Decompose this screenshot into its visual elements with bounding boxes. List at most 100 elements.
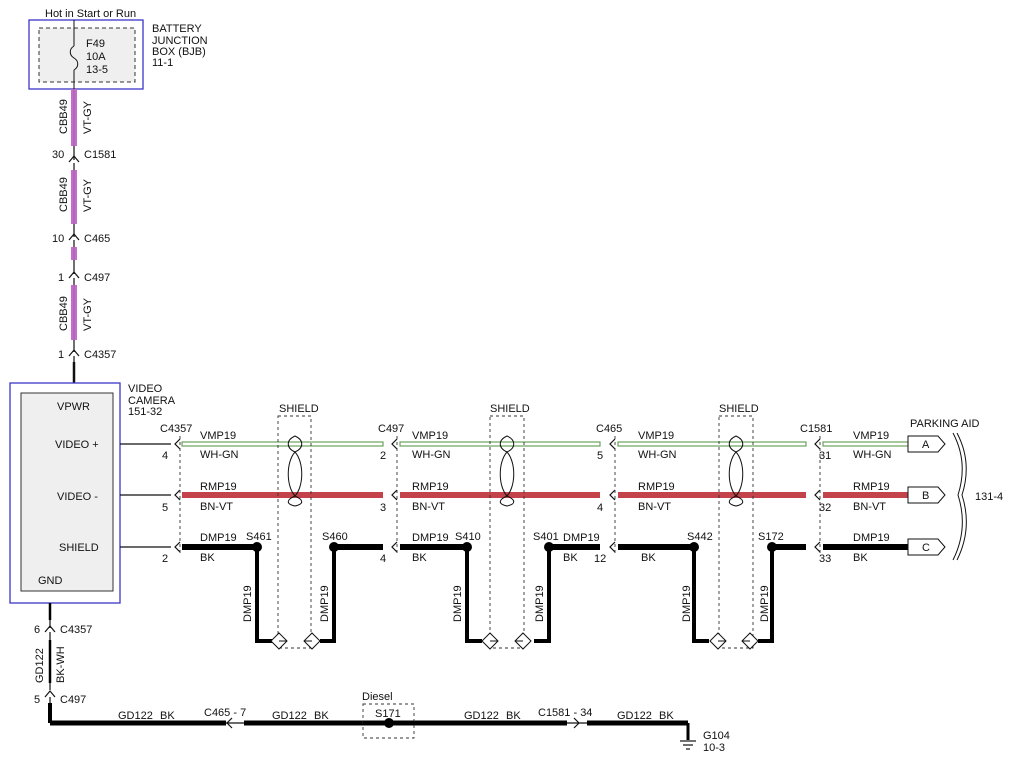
sh-color-3: BK (563, 552, 578, 564)
drain-label-6: DMP19 (759, 585, 771, 622)
splice-s461: S461 (246, 531, 272, 543)
harness-c465-pin-a: 5 (597, 450, 603, 462)
harness-c465-pin-c: 12 (594, 553, 606, 565)
vp-circuit-2: VMP19 (412, 430, 448, 442)
ground-point-id: G104 (703, 730, 730, 742)
camera-title-2: CAMERA (128, 395, 176, 407)
parking-aid-page: 131-4 (975, 491, 1003, 503)
ground-seg1-color: BK (160, 710, 175, 722)
power-c1581-pin: 30 (52, 149, 64, 161)
bjb-title-1: BATTERY (152, 23, 202, 35)
camera-pin-video-minus: VIDEO - (57, 491, 98, 503)
harness-c497-pin-c: 4 (380, 553, 386, 565)
vm-color-2: BN-VT (412, 501, 445, 513)
harness-c4357-pin-b: 5 (162, 502, 168, 514)
camera-title-1: VIDEO (128, 383, 163, 395)
shield-label-3: SHIELD (719, 403, 759, 415)
splice-s410: S410 (455, 531, 481, 543)
drain-label-1: DMP19 (242, 585, 254, 622)
harness-c4357-id: C4357 (160, 423, 192, 435)
power-seg3-circuit: CBB49 (58, 296, 70, 331)
camera-title-3: 151-32 (128, 406, 162, 418)
vm-circuit-2: RMP19 (412, 481, 449, 493)
fuse-symbol (69, 45, 79, 71)
camera-pin-shield: SHIELD (59, 542, 99, 554)
power-seg1-circuit: CBB49 (58, 99, 70, 134)
power-seg1-color: VT-GY (82, 100, 94, 134)
power-c497-id: C497 (84, 272, 110, 284)
page-ref-c: C (922, 542, 930, 554)
ground-point-page: 10-3 (703, 742, 725, 754)
vm-color-3: BN-VT (638, 501, 671, 513)
drain-label-5: DMP19 (681, 585, 693, 622)
power-seg2-color: VT-GY (82, 178, 94, 212)
vm-color-4: BN-VT (853, 501, 886, 513)
drain-wires (255, 547, 774, 643)
harness-c4357-pin-a: 4 (162, 450, 168, 462)
ground-seg2-circuit: GD122 (272, 710, 307, 722)
ground-vertical-circuit: GD122 (34, 648, 46, 683)
splice-s401: S401 (533, 531, 559, 543)
ground-inline-c1581: C1581 - 34 (538, 707, 592, 719)
power-seg3-color: VT-GY (82, 297, 94, 331)
ground-c4357-pin: 6 (34, 624, 40, 636)
sh-circuit-2: DMP19 (412, 532, 449, 544)
diesel-label: Diesel (362, 691, 393, 703)
power-c465-pin: 10 (52, 233, 64, 245)
harness-c497-pin-b: 3 (380, 502, 386, 514)
vm-color-1: BN-VT (200, 501, 233, 513)
camera-pin-gnd: GND (38, 575, 63, 587)
power-c4357-id: C4357 (84, 349, 116, 361)
sh-circuit-3: DMP19 (563, 532, 600, 544)
harness-c465-pin-b: 4 (597, 502, 603, 514)
page-ref-b: B (922, 490, 929, 502)
ground-connector-symbols (44, 620, 587, 729)
vp-color-1: WH-GN (200, 449, 239, 461)
fuse-rating: 10A (86, 51, 106, 63)
harness-connector-symbols (174, 438, 821, 553)
vp-color-4: WH-GN (853, 449, 892, 461)
power-c4357-pin: 1 (58, 349, 64, 361)
ground-seg4-circuit: GD122 (617, 710, 652, 722)
sh-circuit-1: DMP19 (200, 532, 237, 544)
drain-label-3: DMP19 (452, 585, 464, 622)
harness-c1581-pin-b: 32 (819, 502, 831, 514)
shield-terminations (270, 632, 759, 650)
bjb-inner-dashed (38, 27, 136, 83)
video-minus-wire (182, 492, 908, 498)
page-ref-a: A (922, 439, 930, 451)
page-ref-brace (952, 432, 963, 561)
shield-boxes (277, 415, 754, 649)
power-c1581-id: C1581 (84, 149, 116, 161)
harness-c1581-pin-c: 33 (819, 553, 831, 565)
vp-circuit-4: VMP19 (853, 430, 889, 442)
harness-c465-id: C465 (596, 423, 622, 435)
top-note: Hot in Start or Run (45, 8, 136, 20)
splice-s460: S460 (322, 531, 348, 543)
power-connector-symbols (68, 146, 80, 362)
power-seg2-circuit: CBB49 (58, 177, 70, 212)
sh-color-4: BK (853, 552, 868, 564)
page-ref-tags (907, 435, 946, 556)
drain-label-4: DMP19 (534, 585, 546, 622)
power-c497-pin: 1 (58, 272, 64, 284)
splice-s172: S172 (758, 531, 784, 543)
bjb-title-3: BOX (BJB) (152, 46, 206, 58)
connector-dashed-lines (179, 436, 821, 556)
ground-c497-id: C497 (60, 694, 86, 706)
power-feed-wire (71, 89, 77, 383)
page-ref-brace-inner (956, 432, 967, 561)
sh-circuit-4: DMP19 (853, 532, 890, 544)
ground-symbol (680, 740, 696, 750)
splice-s442: S442 (687, 531, 713, 543)
vp-circuit-3: VMP19 (638, 430, 674, 442)
ground-seg3-color: BK (506, 710, 521, 722)
splice-s171-dot (384, 718, 394, 728)
vm-circuit-4: RMP19 (853, 481, 890, 493)
drain-label-2: DMP19 (319, 585, 331, 622)
sh-color-2: BK (412, 552, 427, 564)
vp-color-2: WH-GN (412, 449, 451, 461)
camera-pin-video-plus: VIDEO + (55, 439, 99, 451)
fuse-ref: 13-5 (86, 64, 108, 76)
ground-seg2-color: BK (314, 710, 329, 722)
